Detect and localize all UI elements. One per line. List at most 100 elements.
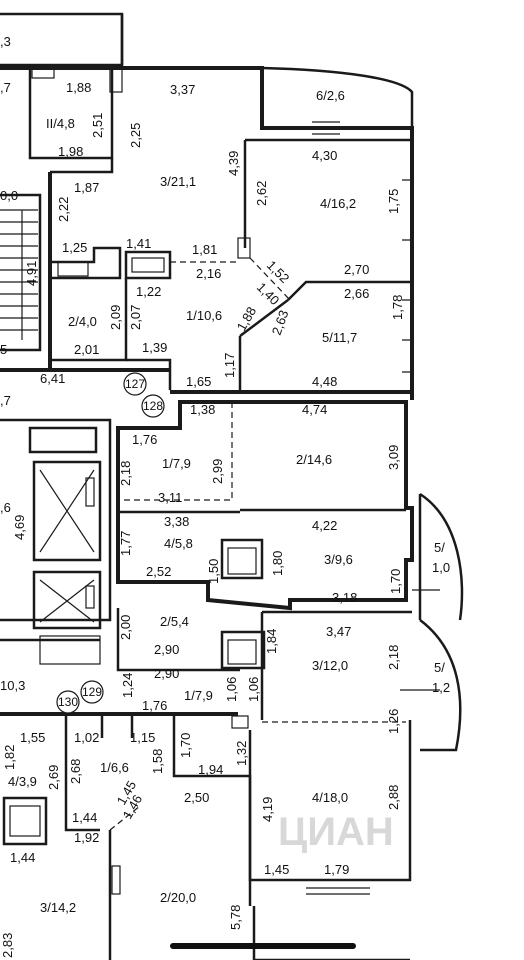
dim-label: 1,58 — [150, 749, 165, 774]
dim-label: 4,22 — [312, 518, 337, 533]
dim-label: 1,88 — [66, 80, 91, 95]
dim-label: 1,70 — [178, 733, 193, 758]
dim-label: 2,83 — [0, 933, 15, 958]
dim-label: 2,51 — [90, 113, 105, 138]
dim-label: 3,18 — [332, 590, 357, 605]
dim-label: 1,06 — [224, 677, 239, 702]
dim-label: 2,90 — [154, 642, 179, 657]
dim-label: 1,76 — [142, 698, 167, 713]
dim-label: 1,77 — [118, 531, 133, 556]
room-area-label: 1/7,9 — [184, 688, 213, 703]
dim-label: 2,99 — [210, 459, 225, 484]
dim-label: 2,90 — [154, 666, 179, 681]
dim-label: 2,07 — [128, 305, 143, 330]
dim-label: 1,25 — [62, 240, 87, 255]
dim-label: ,7 — [0, 393, 11, 408]
room-area-label: 3/21,1 — [160, 174, 196, 189]
dim-label: 1,94 — [198, 762, 223, 777]
room-area-label: 3/9,6 — [324, 552, 353, 567]
dim-label: 1,75 — [386, 189, 401, 214]
room-area-label: 3/12,0 — [312, 658, 348, 673]
dim-label: 4,19 — [260, 797, 275, 822]
dim-label: 2,16 — [196, 266, 221, 281]
watermark: ЦИАН — [278, 810, 394, 854]
dim-label: 1,45 — [264, 862, 289, 877]
dim-label: 3,47 — [326, 624, 351, 639]
dim-label: 1,41 — [126, 236, 151, 251]
marker-text: 130 — [58, 695, 78, 709]
balcony-label-line2: 1,2 — [432, 680, 450, 695]
dim-label: 1,55 — [20, 730, 45, 745]
room-area-label: 2/20,0 — [160, 890, 196, 905]
marker-130: 130 — [56, 690, 80, 714]
room-area-label: II/4,8 — [46, 116, 75, 131]
dim-label: ,6 — [0, 500, 11, 515]
dim-label: 1,39 — [142, 340, 167, 355]
dim-label: 1,84 — [264, 629, 279, 654]
dim-label: 2,00 — [118, 615, 133, 640]
room-area-label: 2/14,6 — [296, 452, 332, 467]
balcony-label-line1: 5/ — [434, 660, 445, 675]
marker-129: 129 — [80, 680, 104, 704]
dim-label: 10,3 — [0, 678, 25, 693]
room-area-label: 2/4,0 — [68, 314, 97, 329]
dim-label: 5,78 — [228, 905, 243, 930]
dim-label: 3,38 — [164, 514, 189, 529]
dim-label: 1,02 — [74, 730, 99, 745]
dim-label: 4,48 — [312, 374, 337, 389]
dim-label: 6,41 — [40, 371, 65, 386]
dim-label: 0,0 — [0, 188, 18, 203]
home-indicator-bar[interactable] — [170, 943, 356, 949]
dim-label: 1,79 — [324, 862, 349, 877]
dim-label: 1,81 — [192, 242, 217, 257]
dim-label: 1,76 — [132, 432, 157, 447]
room-area-label: 1/7,9 — [162, 456, 191, 471]
marker-text: 129 — [82, 685, 102, 699]
dim-label: 1,44 — [72, 810, 97, 825]
dim-label: 4,69 — [12, 515, 27, 540]
walls — [0, 12, 464, 960]
dim-label: 2,68 — [68, 759, 83, 784]
room-area-label: 5/11,7 — [322, 330, 357, 345]
marker-127: 127 — [123, 372, 147, 396]
room-area-label: 2/5,4 — [160, 614, 189, 629]
dim-label: 2,52 — [146, 564, 171, 579]
dim-label: 2,88 — [386, 785, 401, 810]
dim-label: 1,24 — [120, 673, 135, 698]
dim-label: ,3 — [0, 34, 11, 49]
dim-label: 4,39 — [226, 151, 241, 176]
dim-label: 1,87 — [74, 180, 99, 195]
room-area-label: 4/16,2 — [320, 196, 356, 211]
balcony-label-line1: 5/ — [434, 540, 445, 555]
balcony-labels: 5/ 1,0 5/ 1,2 — [432, 540, 450, 695]
room-area-label: 4/5,8 — [164, 536, 193, 551]
dim-label: 4,74 — [302, 402, 327, 417]
balcony-label-line2: 1,0 — [432, 560, 450, 575]
dim-label: 2,25 — [128, 123, 143, 148]
dim-label: 1,15 — [130, 730, 155, 745]
dim-label: 4,30 — [312, 148, 337, 163]
dim-label: 2,18 — [118, 461, 133, 486]
room-area-label: 6/2,6 — [316, 88, 345, 103]
dim-label: 2,50 — [184, 790, 209, 805]
dim-label: 1,22 — [136, 284, 161, 299]
dim-label: 2,18 — [386, 645, 401, 670]
dim-label: 1,52 — [264, 258, 293, 287]
dim-label: 1,92 — [74, 830, 99, 845]
room-labels: ,3 ,7 1,88 II/4,8 2,51 1,98 3,37 6/2,6 2… — [0, 34, 405, 958]
dim-label: 1,88 — [234, 304, 260, 333]
dim-label: 2,22 — [56, 197, 71, 222]
dim-label: 3,37 — [170, 82, 195, 97]
dim-label: 1,38 — [190, 402, 215, 417]
dim-label: 1,78 — [390, 295, 405, 320]
marker-text: 127 — [125, 377, 145, 391]
room-area-label: 1/6,6 — [100, 760, 129, 775]
room-area-label: 3/14,2 — [40, 900, 76, 915]
marker-128: 128 — [141, 394, 165, 418]
dim-label: 1,70 — [388, 569, 403, 594]
dim-label: 3,09 — [386, 445, 401, 470]
dim-label: 5 — [0, 342, 7, 357]
dim-label: 2,01 — [74, 342, 99, 357]
dim-label: 1,40 — [254, 280, 283, 309]
